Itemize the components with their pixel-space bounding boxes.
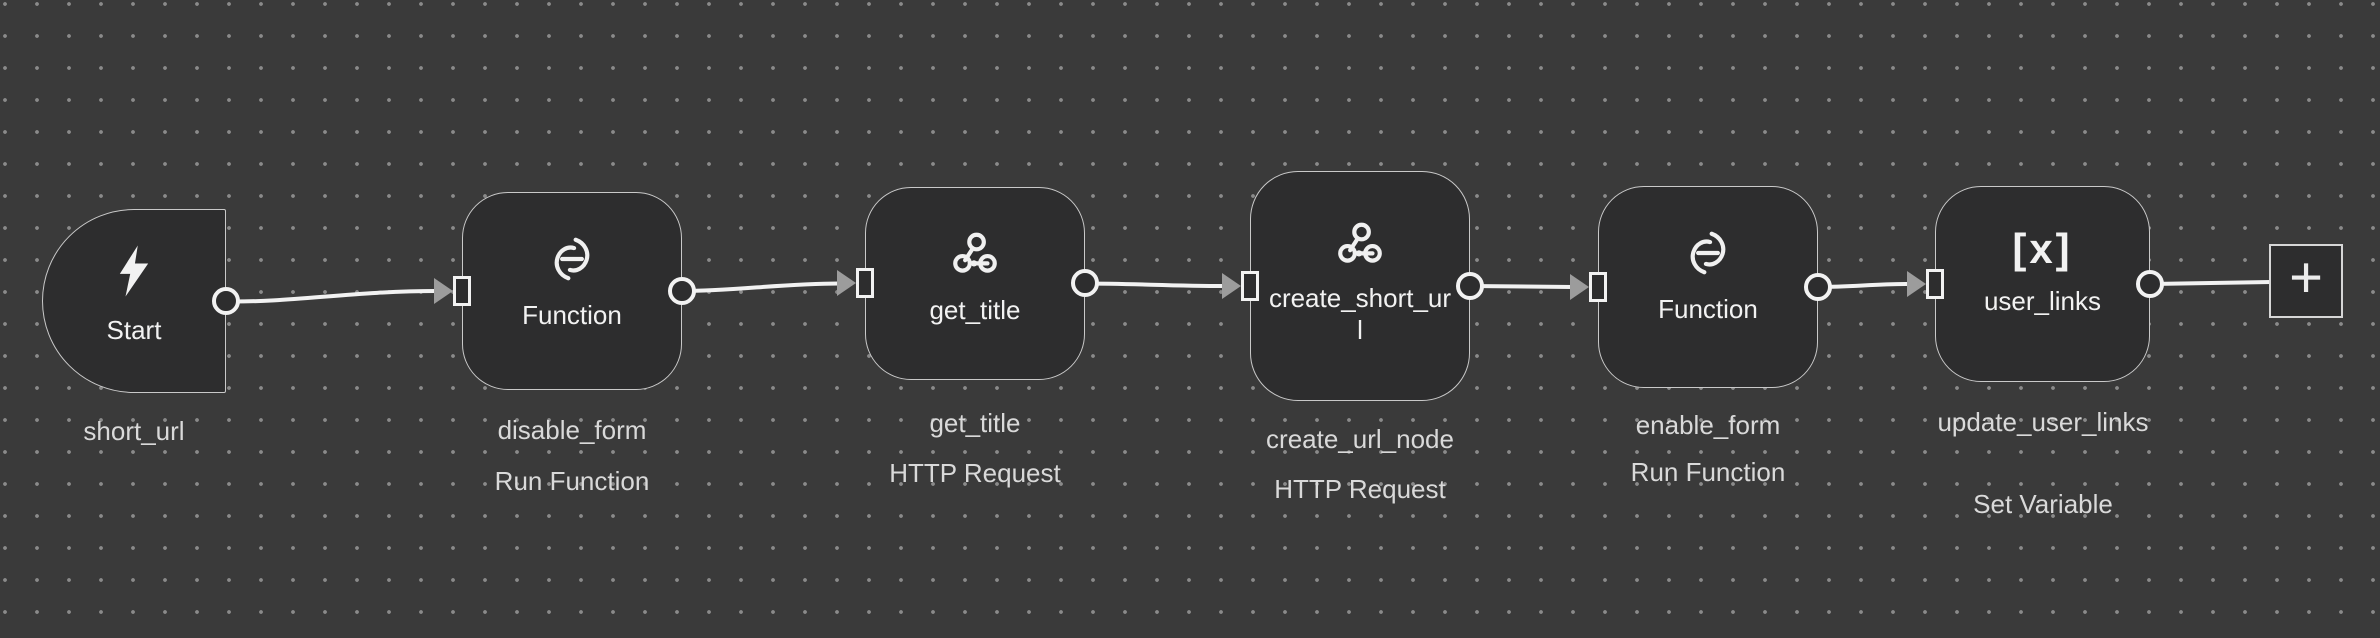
webhook-icon [953, 232, 997, 273]
function-icon [1690, 231, 1726, 275]
output-port[interactable] [1804, 273, 1832, 301]
node-name-label: update_user_links [1937, 407, 2149, 437]
input-port[interactable] [856, 268, 874, 298]
node-name-label: get_title [929, 408, 1021, 438]
input-port[interactable] [453, 276, 471, 306]
node-get-title[interactable]: get_title [865, 187, 1085, 380]
node-type-label: Run Function [1630, 457, 1786, 487]
node-title: user_links [1983, 286, 2102, 316]
connection-wire [2149, 280, 2272, 286]
set-variable-icon: [x] [2012, 225, 2073, 272]
output-port[interactable] [1456, 272, 1484, 300]
output-port[interactable] [668, 277, 696, 305]
node-type-label: HTTP Request [889, 458, 1061, 488]
connection-wire [1084, 281, 1225, 288]
output-port[interactable] [2136, 270, 2164, 298]
wire-arrowhead-icon [1907, 271, 1926, 297]
node-title: create_short_url [1268, 283, 1452, 345]
webhook-icon [1338, 222, 1382, 263]
node-type-label: Run Function [494, 466, 650, 496]
node-enable-form[interactable]: Function [1598, 186, 1818, 388]
node-title: get_title [929, 295, 1021, 325]
node-name-label: create_url_node [1266, 424, 1454, 454]
function-icon [554, 237, 590, 281]
input-port[interactable] [1589, 272, 1607, 302]
node-disable-form[interactable]: Function [462, 192, 682, 390]
connection-wire [1469, 284, 1573, 289]
output-port[interactable] [1071, 269, 1099, 297]
node-name-label: enable_form [1635, 410, 1781, 440]
node-title: Function [522, 300, 622, 330]
wire-arrowhead-icon [1222, 273, 1241, 299]
node-title: Function [1658, 294, 1758, 324]
wire-arrowhead-icon [837, 270, 856, 296]
connection-wire [681, 281, 840, 293]
plus-icon: + [2289, 245, 2323, 310]
node-start[interactable]: Start [42, 209, 226, 393]
connection-wire [225, 289, 437, 304]
node-type-label: HTTP Request [1274, 474, 1446, 504]
input-port[interactable] [1241, 271, 1259, 301]
add-node-button[interactable]: + [2269, 244, 2343, 318]
output-port[interactable] [212, 287, 240, 315]
input-port[interactable] [1926, 269, 1944, 299]
wire-arrowhead-icon [434, 278, 453, 304]
node-name-label: short_url [83, 416, 185, 446]
wire-arrowhead-icon [1570, 274, 1589, 300]
node-title: Start [106, 315, 162, 345]
node-type-label: Set Variable [1973, 489, 2113, 519]
node-user-links[interactable]: [x] user_links [1935, 186, 2150, 382]
node-name-label: disable_form [497, 415, 647, 445]
lightning-icon [119, 245, 149, 297]
node-create-short-url[interactable]: create_short_url [1250, 171, 1470, 401]
